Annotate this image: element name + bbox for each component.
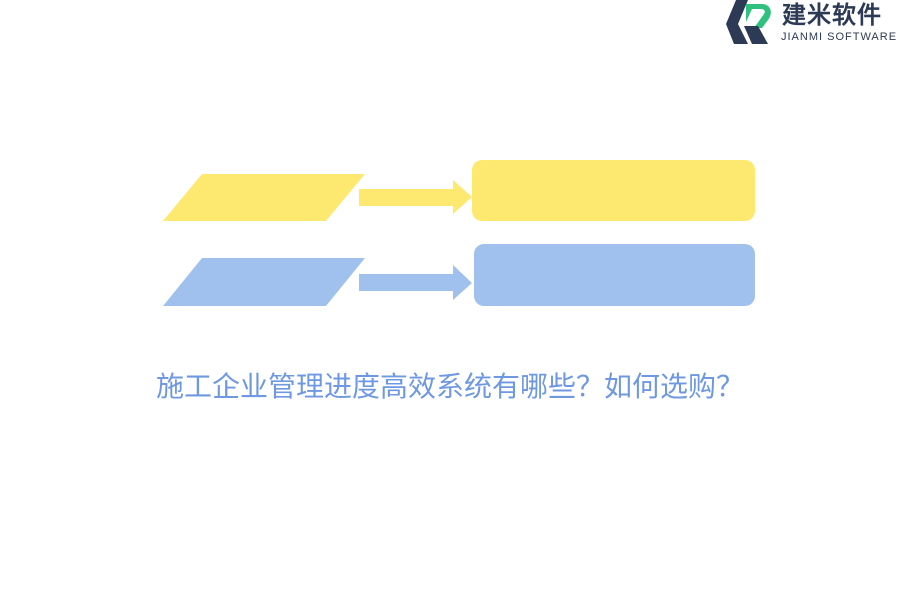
- input-parallelogram-1: [163, 174, 365, 221]
- page-title: 施工企业管理进度高效系统有哪些？如何选购？: [155, 370, 744, 403]
- output-box-1: [472, 160, 755, 221]
- input-parallelogram-2: [163, 258, 365, 306]
- jianmi-logo-icon: [726, 0, 771, 44]
- arrow-right-icon: [359, 180, 472, 214]
- brand-logo: 建米软件 JIANMI SOFTWARE: [724, 0, 900, 48]
- output-box-2: [474, 244, 755, 306]
- brand-name-en: JIANMI SOFTWARE: [781, 31, 898, 43]
- brand-name-cn: 建米软件: [782, 1, 882, 29]
- arrow-right-icon: [359, 265, 472, 300]
